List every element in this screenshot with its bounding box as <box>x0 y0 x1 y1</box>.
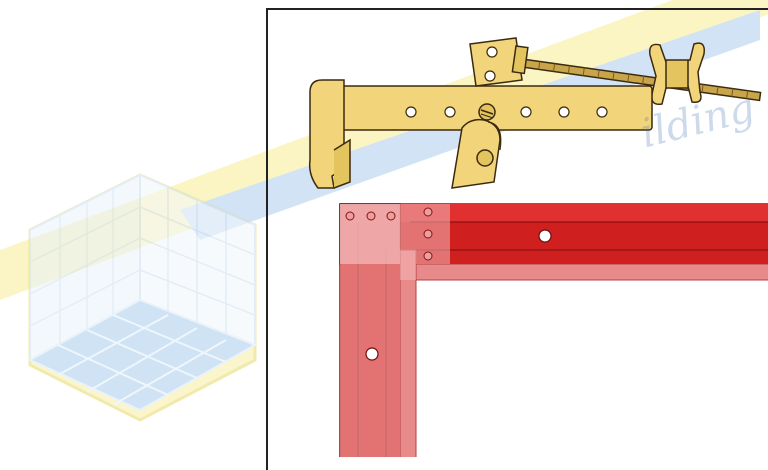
window-frame-corner <box>339 203 768 457</box>
assembly-diagram <box>0 0 768 457</box>
bar-clamp-tool <box>308 37 762 189</box>
watermark-cube-logo <box>27 173 258 422</box>
